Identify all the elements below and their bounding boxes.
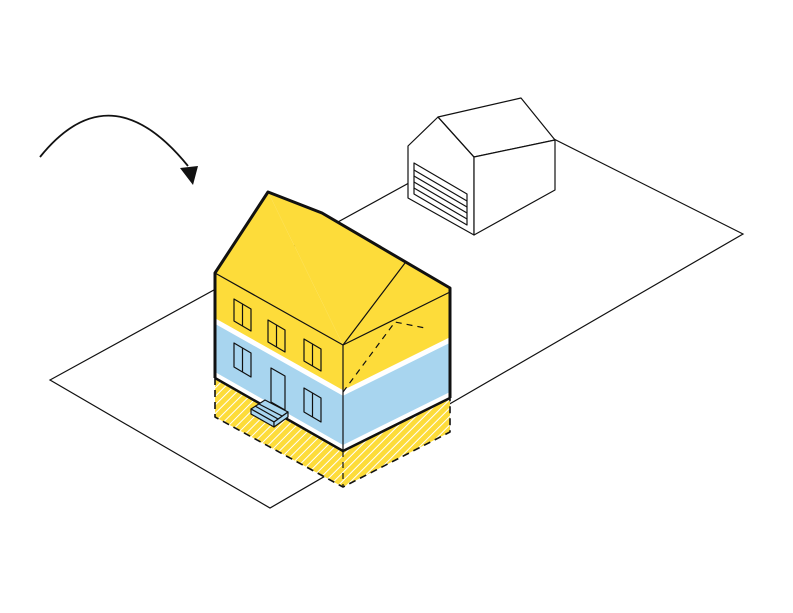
basement-side xyxy=(343,398,450,487)
ground-floor-side xyxy=(343,342,450,445)
upper-floor-side xyxy=(343,292,450,392)
upper-windows xyxy=(233,298,322,372)
house-outline xyxy=(213,190,452,398)
garage-icon xyxy=(407,97,556,236)
basement-front xyxy=(215,378,343,487)
garage-door xyxy=(413,162,468,226)
ground-plot xyxy=(48,121,745,509)
roof-gable xyxy=(215,192,343,345)
steps-icon xyxy=(250,399,289,428)
house-icon xyxy=(213,190,452,488)
upper-floor-front xyxy=(215,273,343,392)
roof-slope xyxy=(268,192,450,345)
ground-floor-front xyxy=(215,322,343,445)
curved-arrow-icon xyxy=(39,114,198,185)
